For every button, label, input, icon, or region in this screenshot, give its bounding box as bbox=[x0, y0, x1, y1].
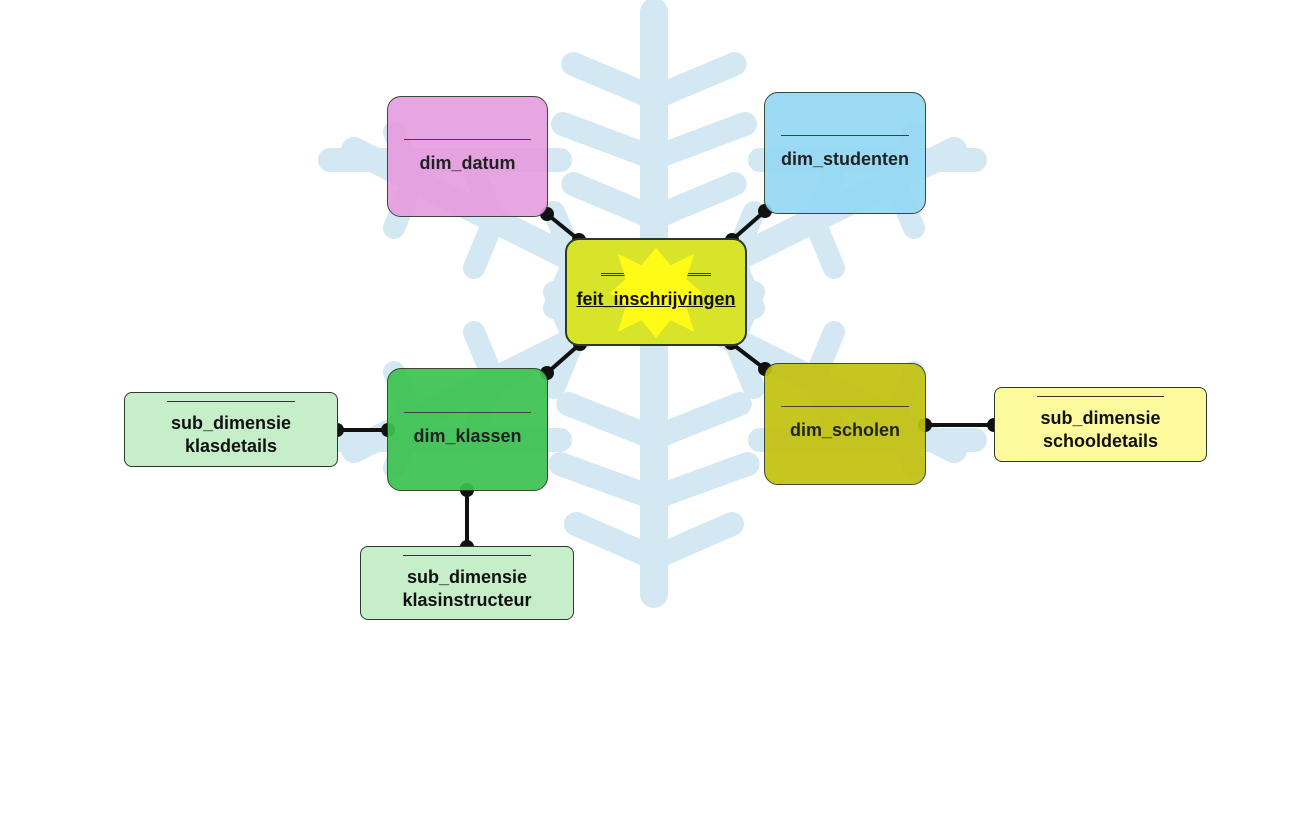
sub-header-rule bbox=[167, 401, 295, 402]
snowflake-stroke bbox=[564, 512, 666, 570]
dim-table-dim-scholen[interactable]: dim_scholen bbox=[764, 363, 926, 485]
sub-dim-label: sub_dimensie schooldetails bbox=[1040, 408, 1161, 451]
dim-table-dim-studenten[interactable]: dim_studenten bbox=[764, 92, 926, 214]
snowflake-stroke bbox=[561, 52, 666, 110]
snowflake-stroke bbox=[463, 209, 505, 279]
connector-fact-scholen-line bbox=[729, 341, 767, 371]
snowflake-stroke bbox=[642, 172, 747, 230]
dim-table-label: dim_scholen bbox=[789, 420, 901, 440]
sub-dim-label: sub_dimensie klasdetails bbox=[170, 413, 292, 456]
sub-dim-klasdetails[interactable]: sub_dimensie klasdetails bbox=[124, 392, 338, 467]
dim-table-label: dim_klassen bbox=[413, 425, 522, 446]
sub-dim-label: sub_dimensie klasinstructeur bbox=[402, 566, 532, 610]
dim-table-dim-datum[interactable]: dim_datum bbox=[387, 96, 548, 217]
dim-table-dim-klassen[interactable]: dim_klassen bbox=[387, 368, 548, 491]
snowflake-stroke bbox=[642, 452, 760, 510]
dim-header-rule bbox=[403, 411, 532, 413]
snowflake-stroke bbox=[642, 512, 744, 570]
snowflake-stroke bbox=[543, 329, 585, 399]
snowflake-stroke bbox=[556, 392, 666, 450]
snowflake-stroke bbox=[803, 209, 845, 279]
snowflake-stroke bbox=[561, 172, 666, 230]
fact-header-rule bbox=[600, 273, 712, 276]
dim-table-label: dim_datum bbox=[419, 152, 516, 173]
sub-header-rule bbox=[1037, 396, 1164, 397]
snowflake-stroke bbox=[642, 392, 752, 450]
sub-dim-schooldetails[interactable]: sub_dimensie schooldetails bbox=[994, 387, 1207, 462]
fact-table-feit-inschrijvingen[interactable]: feit_inschrijvingen bbox=[565, 238, 747, 346]
dim-header-rule bbox=[781, 135, 909, 136]
connector-fact-studenten-line bbox=[730, 209, 767, 242]
snowflake-stroke bbox=[642, 112, 757, 170]
snowflake-stroke bbox=[551, 112, 666, 170]
dim-header-rule bbox=[781, 406, 909, 407]
snowflake-stroke bbox=[642, 52, 747, 110]
fact-table-label: feit_inschrijvingen bbox=[576, 289, 736, 309]
connector-fact-klassen-line bbox=[545, 342, 582, 375]
snowflake-stroke bbox=[548, 452, 666, 510]
dim-table-label: dim_studenten bbox=[780, 149, 909, 169]
dim-header-rule bbox=[403, 138, 532, 140]
sub-dim-klasinstructeur[interactable]: sub_dimensie klasinstructeur bbox=[360, 546, 574, 620]
sub-header-rule bbox=[403, 554, 531, 556]
